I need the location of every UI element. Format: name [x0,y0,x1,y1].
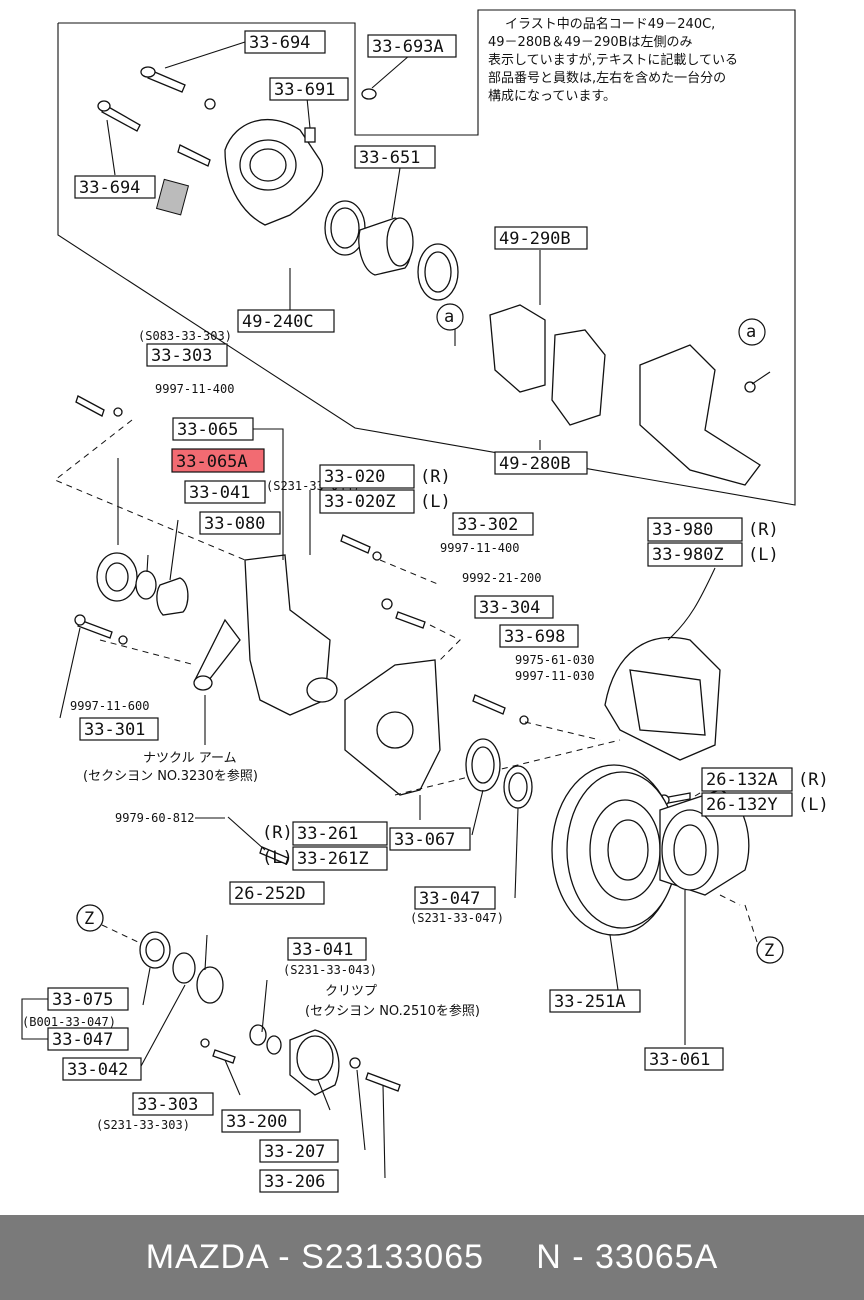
label-S231-33-047: (S231-33-047) [410,911,504,925]
footer-part-number: MAZDA - S23133065 N - 33065A [145,1238,719,1276]
label-33-261Z: 33-261Z [297,849,369,869]
label-49-240C: 49-240C [242,312,314,332]
label-33-047-bottom: 33-047 [52,1030,113,1050]
parts-diagram: イラスト中の品名コード49－240C, 49－280B＆49－290Bは左側のみ… [21,9,829,1193]
label-33-041-top: 33-041 [189,483,250,503]
label-33-301: 33-301 [84,720,145,740]
caliper-leaders [106,41,771,450]
label-49-290B: 49-290B [499,229,571,249]
label-33-691: 33-691 [274,80,335,100]
note-line-4: 部品番号と員数は,左右を含めた一台分の [488,70,726,86]
label-33-251A: 33-251A [554,992,626,1012]
knuckle-assembly-drawing [74,395,721,865]
middle-dashed-leaders [54,419,706,797]
note-line-1: イラスト中の品名コード49－240C, [505,16,715,32]
label-33-200: 33-200 [226,1112,287,1132]
label-33-261: 33-261 [297,824,358,844]
label-33-980-R: (R) [748,520,779,540]
note-block: イラスト中の品名コード49－240C, 49－280B＆49－290Bは左側のみ… [488,16,738,104]
label-26-132Y: 26-132Y [706,795,778,815]
label-33-303-bottom: 33-303 [137,1095,198,1115]
label-33-980Z: 33-980Z [652,545,724,565]
label-9992-21-200: 9992-21-200 [462,571,541,585]
label-S231-33-043: (S231-33-043) [283,963,377,977]
label-section-3230: (セクシヨン NO.3230を参照) [83,768,258,784]
label-33-047-mid: 33-047 [419,889,480,909]
label-26-252D: 26-252D [234,884,306,904]
label-knuckle-arm: ナツクル アーム [143,751,237,766]
label-9997-11-400-a: 9997-11-400 [155,382,234,396]
hub-assembly-drawing [76,738,784,1096]
label-33-080: 33-080 [204,514,265,534]
label-33-020-R: (R) [420,467,451,487]
label-a-circle-1: a [444,307,454,327]
label-9997-11-400-b: 9997-11-400 [440,541,519,555]
footer-bar: MAZDA - S23133065 N - 33065A [0,1215,864,1300]
label-33-065: 33-065 [177,420,238,440]
label-33-020Z: 33-020Z [324,492,396,512]
label-49-280B: 49-280B [499,454,571,474]
label-33-980: 33-980 [652,520,713,540]
label-B001-33-047: (B001-33-047) [22,1015,116,1029]
lower-dashed-leaders [101,894,758,944]
label-33-065A: 33-065A [176,452,248,472]
highlight-33-065A [171,448,265,473]
note-line-5: 構成になっています。 [488,89,616,104]
lower-leaders [59,458,686,1179]
label-Z-circle-2: Z [764,941,774,961]
label-33-061: 33-061 [649,1050,710,1070]
label-Z-circle-1: Z [84,909,94,929]
label-33-980Z-L: (L) [748,545,779,565]
label-33-303-top: 33-303 [151,346,212,366]
label-33-698: 33-698 [504,627,565,647]
label-33-261-R: (R) [262,823,293,843]
label-9997-11-030: 9997-11-030 [515,669,594,683]
label-9997-11-600: 9997-11-600 [70,699,149,713]
label-33-694-left: 33-694 [79,178,140,198]
label-clip: クリツプ [325,984,377,999]
label-33-067: 33-067 [394,830,455,850]
label-S231-33-303: (S231-33-303) [96,1118,190,1132]
label-33-206: 33-206 [264,1172,325,1192]
label-33-020Z-L: (L) [420,492,451,512]
part-labels: 33-694 33-693A 33-691 33-694 33-651 49-2… [21,30,829,1193]
note-line-3: 表示していますが,テキストに記載している [488,52,738,68]
label-33-041-bottom: 33-041 [292,940,353,960]
label-33-304: 33-304 [479,598,540,618]
label-section-2510: (セクシヨン NO.2510を参照) [305,1003,480,1019]
label-S083-33-303: (S083-33-303) [138,329,232,343]
label-33-207: 33-207 [264,1142,325,1162]
caliper-parts-drawing [97,66,761,486]
label-26-132A-R: (R) [798,770,829,790]
label-26-132Y-L: (L) [798,795,829,815]
label-33-302: 33-302 [457,515,518,535]
label-33-261Z-L: (L) [262,848,293,868]
note-line-2: 49－280B＆49－290Bは左側のみ [488,35,693,50]
label-9979-60-812: 9979-60-812 [115,811,194,825]
label-a-circle-2: a [746,322,756,342]
label-33-042: 33-042 [67,1060,128,1080]
label-33-020: 33-020 [324,467,385,487]
label-33-693A: 33-693A [372,37,444,57]
label-33-651: 33-651 [359,148,420,168]
label-33-694-top: 33-694 [249,33,310,53]
label-26-132A: 26-132A [706,770,778,790]
label-9975-61-030: 9975-61-030 [515,653,594,667]
label-33-075: 33-075 [52,990,113,1010]
